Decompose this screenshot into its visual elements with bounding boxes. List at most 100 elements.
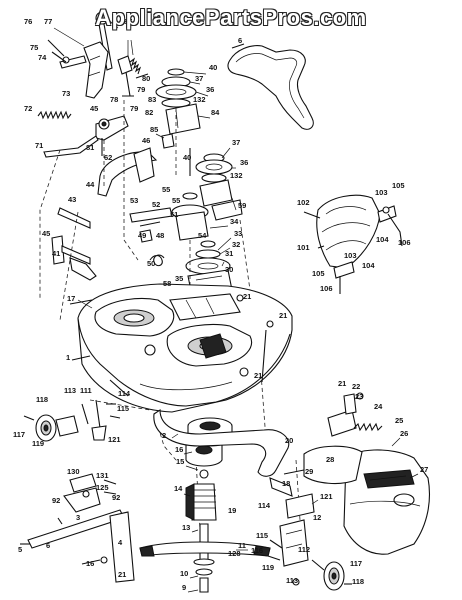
part-label-l55b: 55 — [172, 196, 180, 205]
part-label-l41: 41 — [52, 249, 60, 258]
part-label-l101: 101 — [297, 243, 310, 252]
part-label-l36b: 36 — [240, 158, 248, 167]
part-label-l59: 59 — [238, 201, 246, 210]
part-label-l14: 14 — [174, 484, 183, 493]
part-label-l10: 10 — [180, 569, 188, 578]
part-label-l105a: 105 — [392, 181, 405, 190]
part-label-l24: 24 — [374, 402, 383, 411]
bracket-18 — [269, 477, 293, 497]
part-label-l80: 80 — [142, 74, 150, 83]
part-label-l62: 62 — [104, 153, 112, 162]
idler-bracket — [95, 115, 129, 156]
part-label-l75: 75 — [30, 43, 38, 52]
part-label-l11: 11 — [238, 541, 246, 550]
part-label-l92b: 92 — [112, 493, 120, 502]
part-label-l115b: 115 — [256, 531, 268, 540]
part-label-l22: 22 — [352, 382, 360, 391]
gauge-wheel-right — [267, 493, 352, 591]
part-label-l37b: 37 — [232, 138, 240, 147]
part-label-l6: 6 — [46, 541, 50, 550]
part-label-l113: 113 — [64, 386, 76, 395]
part-label-l106b: 106 — [320, 284, 333, 293]
part-label-l82: 82 — [145, 108, 153, 117]
part-label-l117: 117 — [13, 430, 25, 439]
part-label-l12: 12 — [313, 513, 321, 522]
front-hanger-assembly — [20, 473, 135, 583]
part-label-l119: 119 — [32, 439, 44, 448]
part-label-l131: 131 — [96, 471, 109, 480]
part-label-l44: 44 — [86, 180, 95, 189]
belt-shield-44 — [97, 147, 158, 197]
belt-cover-27 — [283, 445, 431, 555]
part-label-l46: 46 — [142, 136, 150, 145]
part-label-l2: 2 — [162, 431, 166, 440]
part-label-l103b: 103 — [344, 251, 357, 260]
part-label-l4: 4 — [118, 538, 123, 547]
lift-handle-assembly — [47, 11, 149, 99]
part-label-l16b: 16 — [86, 559, 94, 568]
spring-72 — [37, 110, 72, 120]
part-label-l113b: 113 — [286, 576, 298, 585]
part-label-l48: 48 — [156, 231, 164, 240]
part-label-l92a: 92 — [52, 496, 60, 505]
mower-deck-housing — [69, 283, 293, 413]
watermark-text: AppliancePartsPros.com — [95, 5, 367, 30]
part-label-l79: 79 — [137, 85, 145, 94]
part-label-l50: 50 — [147, 259, 155, 268]
part-label-l87: 87 — [124, 17, 132, 26]
part-label-l33: 33 — [234, 229, 242, 238]
part-label-l1: 1 — [66, 353, 70, 362]
part-label-l21a: 21 — [243, 292, 251, 301]
part-label-l81: 81 — [86, 143, 94, 152]
lift-rod-71 — [43, 135, 99, 158]
part-label-l27: 27 — [420, 465, 428, 474]
part-label-l28: 28 — [326, 455, 334, 464]
part-label-l85: 85 — [150, 125, 158, 134]
part-label-l30: 30 — [225, 265, 233, 274]
part-label-l49: 49 — [138, 231, 146, 240]
idler-pulley-stack-lower — [189, 148, 233, 207]
spindle-bracket-55 — [129, 192, 243, 243]
part-label-l9: 9 — [182, 583, 186, 592]
deck-belt-2 — [153, 408, 290, 477]
part-label-l40: 40 — [209, 63, 217, 72]
part-label-l71: 71 — [35, 141, 43, 150]
part-label-l118b: 118 — [352, 577, 364, 586]
part-label-l29: 29 — [305, 467, 313, 476]
belt-tag-line — [231, 43, 245, 49]
part-label-l125: 125 — [96, 483, 109, 492]
part-label-l58: 58 — [163, 279, 171, 288]
part-label-l31: 31 — [225, 249, 233, 258]
part-label-l19: 19 — [228, 506, 236, 515]
part-label-l20: 20 — [285, 436, 293, 445]
part-label-l53: 53 — [130, 196, 138, 205]
part-label-l40b: 40 — [183, 153, 191, 162]
part-label-l36: 36 — [206, 85, 214, 94]
cover-bracket-24 — [327, 392, 383, 437]
part-label-l106a: 106 — [398, 238, 411, 247]
idler-pulley-stack-upper — [155, 68, 201, 149]
part-label-l51: 51 — [170, 210, 178, 219]
part-label-l13: 13 — [182, 523, 190, 532]
part-label-l21e: 21 — [118, 570, 126, 579]
gauge-wheel-left — [23, 399, 121, 442]
part-label-l21c: 21 — [254, 371, 262, 380]
part-label-l73: 73 — [62, 89, 70, 98]
part-label-l34: 34 — [230, 217, 239, 226]
part-label-l132a: 132 — [193, 95, 206, 104]
part-label-l55a: 55 — [162, 185, 170, 194]
part-label-l132b: 132 — [230, 171, 243, 180]
part-label-l114: 114 — [118, 389, 131, 398]
drive-belt-part — [227, 45, 314, 130]
part-label-l76: 76 — [24, 17, 32, 26]
part-label-l77: 77 — [44, 17, 52, 26]
part-label-l18: 18 — [282, 479, 290, 488]
part-label-l128: 128 — [228, 549, 241, 558]
part-label-l23: 23 — [355, 392, 363, 401]
part-label-l45b: 45 — [42, 229, 50, 238]
leader-lines — [53, 15, 419, 593]
part-label-l26: 26 — [400, 429, 408, 438]
part-label-l54: 54 — [198, 231, 207, 240]
